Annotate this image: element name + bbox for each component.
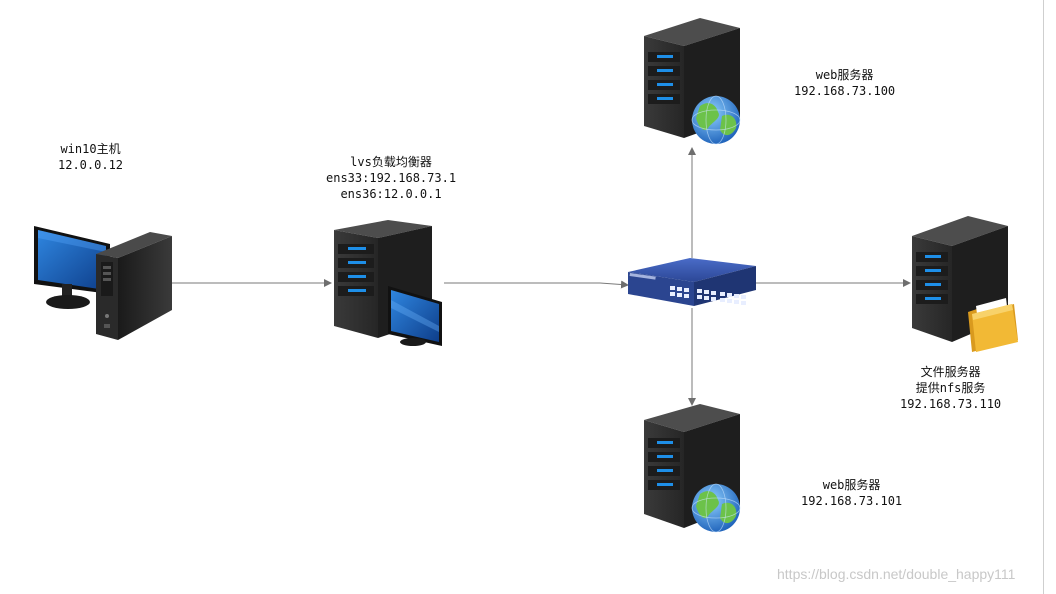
win10-name: win10主机	[60, 142, 121, 156]
switch-ports	[670, 286, 746, 305]
connections	[172, 147, 911, 406]
lvs-ens36: ens36:12.0.0.1	[340, 187, 442, 201]
web1-label: web服务器 192.168.73.100	[794, 67, 895, 99]
lvs-ens33: ens33:192.168.73.1	[326, 171, 457, 185]
web1-ip: 192.168.73.100	[794, 84, 896, 98]
win10-ip: 12.0.0.12	[58, 158, 124, 172]
lvs-server-icon	[334, 220, 442, 346]
web-server-2-leds	[648, 438, 680, 490]
lvs-label: lvs负载均衡器 ens33:192.168.73.1 ens36:12.0.0…	[326, 154, 456, 202]
win10-pc-icon	[34, 226, 172, 340]
folder-icon	[968, 298, 1018, 352]
globe-icon	[691, 483, 741, 533]
nfs-label: 文件服务器 提供nfs服务 192.168.73.110	[900, 364, 1001, 412]
file-server-icon	[912, 216, 1018, 352]
globe-icon	[691, 95, 741, 145]
web2-name: web服务器	[822, 478, 881, 492]
web1-name: web服务器	[815, 68, 874, 82]
lvs-name: lvs负载均衡器	[350, 155, 432, 169]
lvs-server-leds	[338, 244, 374, 296]
link-lvs-switch	[444, 280, 629, 289]
watermark: https://blog.csdn.net/double_happy111	[777, 566, 1016, 582]
nfs-ip: 192.168.73.110	[900, 397, 1002, 411]
nfs-name: 文件服务器	[920, 365, 981, 379]
canvas-edge	[1043, 0, 1044, 594]
file-server-leds	[916, 252, 948, 304]
web2-label: web服务器 192.168.73.101	[801, 477, 902, 509]
web-server-1-icon	[644, 18, 741, 145]
win10-label: win10主机 12.0.0.12	[58, 141, 123, 173]
web-server-1-leds	[648, 52, 680, 104]
network-switch-icon	[628, 258, 756, 306]
nfs-role: 提供nfs服务	[915, 381, 986, 395]
web-server-2-icon	[644, 404, 741, 533]
monitor-icon	[388, 286, 442, 346]
web2-ip: 192.168.73.101	[801, 494, 903, 508]
